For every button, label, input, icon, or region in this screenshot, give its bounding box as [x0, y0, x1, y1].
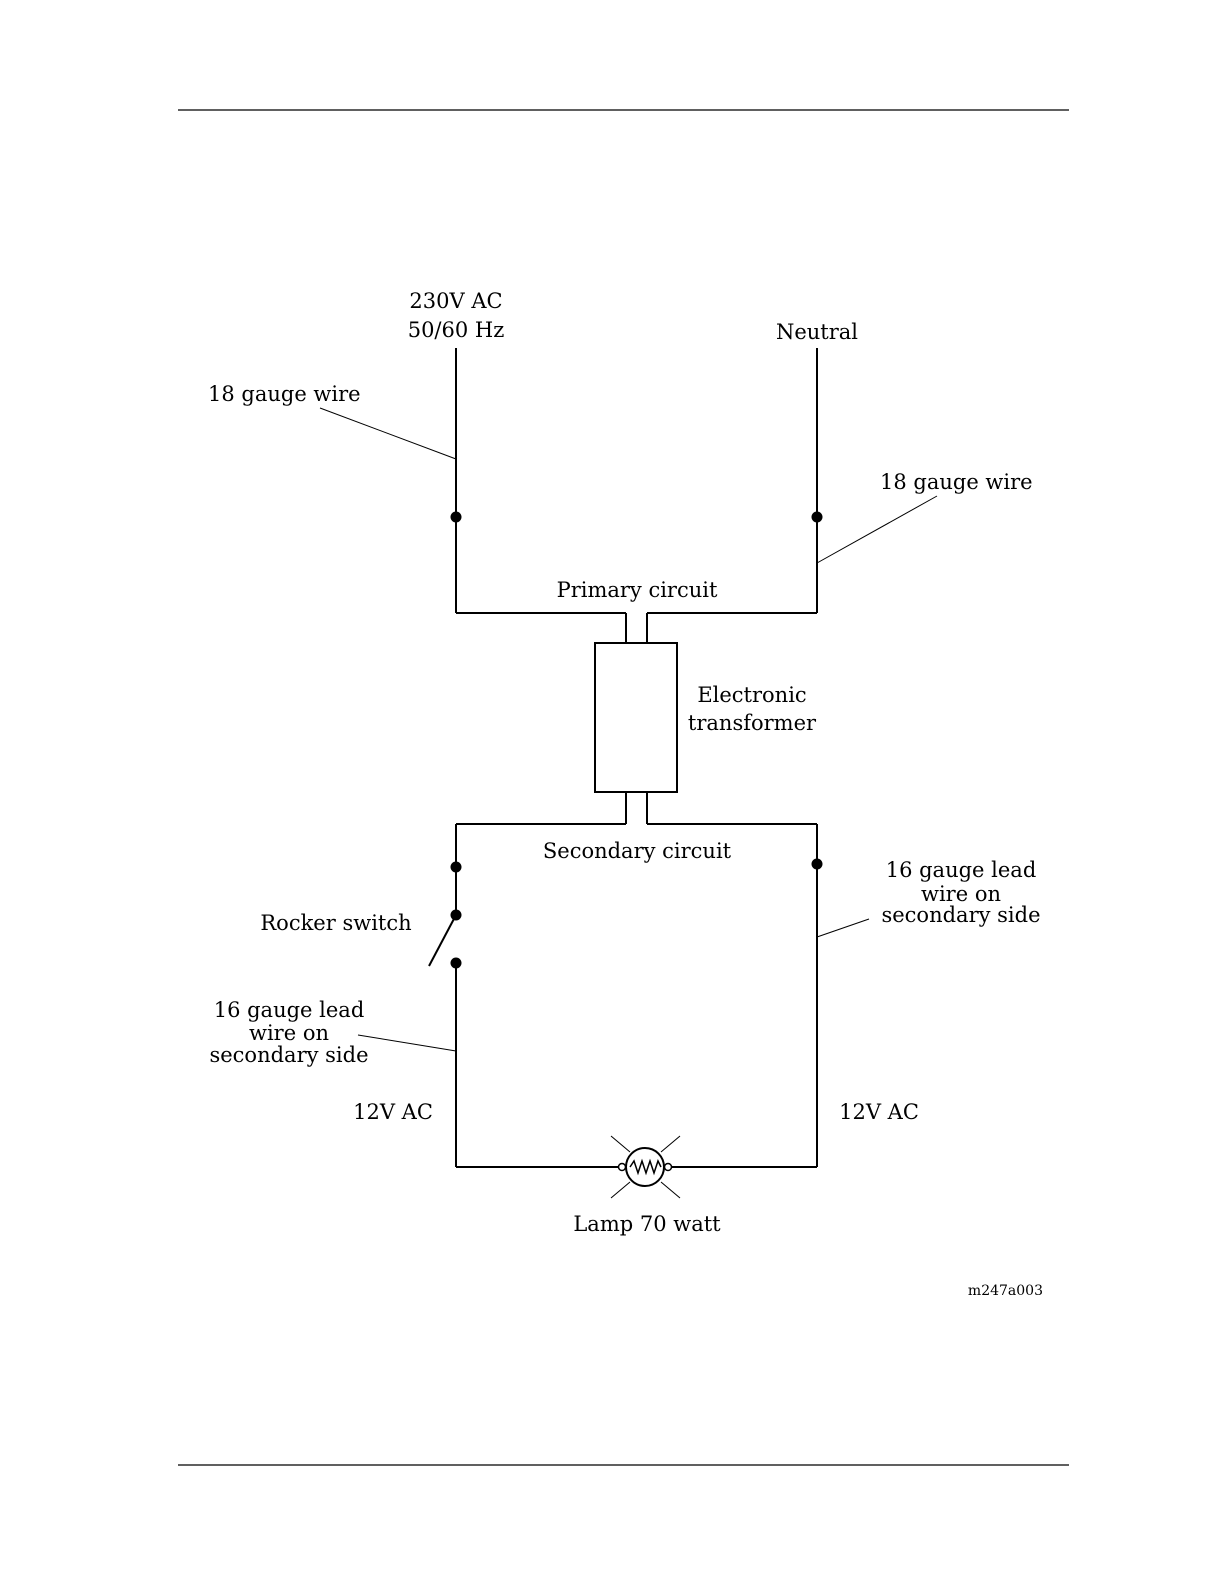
secondary-circuit-label: Secondary circuit	[543, 839, 732, 863]
transformer-box	[595, 643, 677, 792]
supply-label-voltage: 230V AC	[409, 289, 502, 313]
right-lead-label-line1: 16 gauge lead	[886, 858, 1037, 882]
wire-gauge-label-left: 18 gauge wire	[208, 382, 361, 406]
supply-label-frequency: 50/60 Hz	[408, 318, 505, 342]
lamp-icon	[611, 1136, 680, 1198]
neutral-label: Neutral	[776, 320, 858, 344]
figure-code: m247a003	[968, 1283, 1043, 1299]
transformer-label-line2: transformer	[688, 711, 817, 735]
right-lead-label-line3: secondary side	[881, 903, 1040, 927]
switch-lever	[429, 915, 456, 966]
primary-circuit-label: Primary circuit	[557, 578, 718, 602]
secondary-right-node	[812, 859, 823, 870]
left-lead-label-line1: 16 gauge lead	[214, 998, 365, 1022]
voltage-label-left: 12V AC	[353, 1100, 433, 1124]
rocker-switch-label: Rocker switch	[260, 911, 411, 935]
primary-neutral-node	[812, 512, 823, 523]
primary-live-node	[451, 512, 462, 523]
left-lead-leader	[358, 1035, 456, 1051]
lamp-label: Lamp 70 watt	[573, 1212, 721, 1236]
voltage-label-right: 12V AC	[839, 1100, 919, 1124]
wire-gauge-label-right: 18 gauge wire	[880, 470, 1033, 494]
secondary-left-node	[451, 862, 462, 873]
wire-gauge-leader-right	[817, 496, 937, 563]
transformer-label-line1: Electronic	[697, 683, 806, 707]
right-lead-leader	[817, 919, 869, 937]
wire-gauge-leader-left	[320, 408, 456, 459]
switch-bottom-contact	[451, 958, 462, 969]
left-lead-label-line3: secondary side	[209, 1043, 368, 1067]
left-lead-label-line2: wire on	[249, 1021, 329, 1045]
